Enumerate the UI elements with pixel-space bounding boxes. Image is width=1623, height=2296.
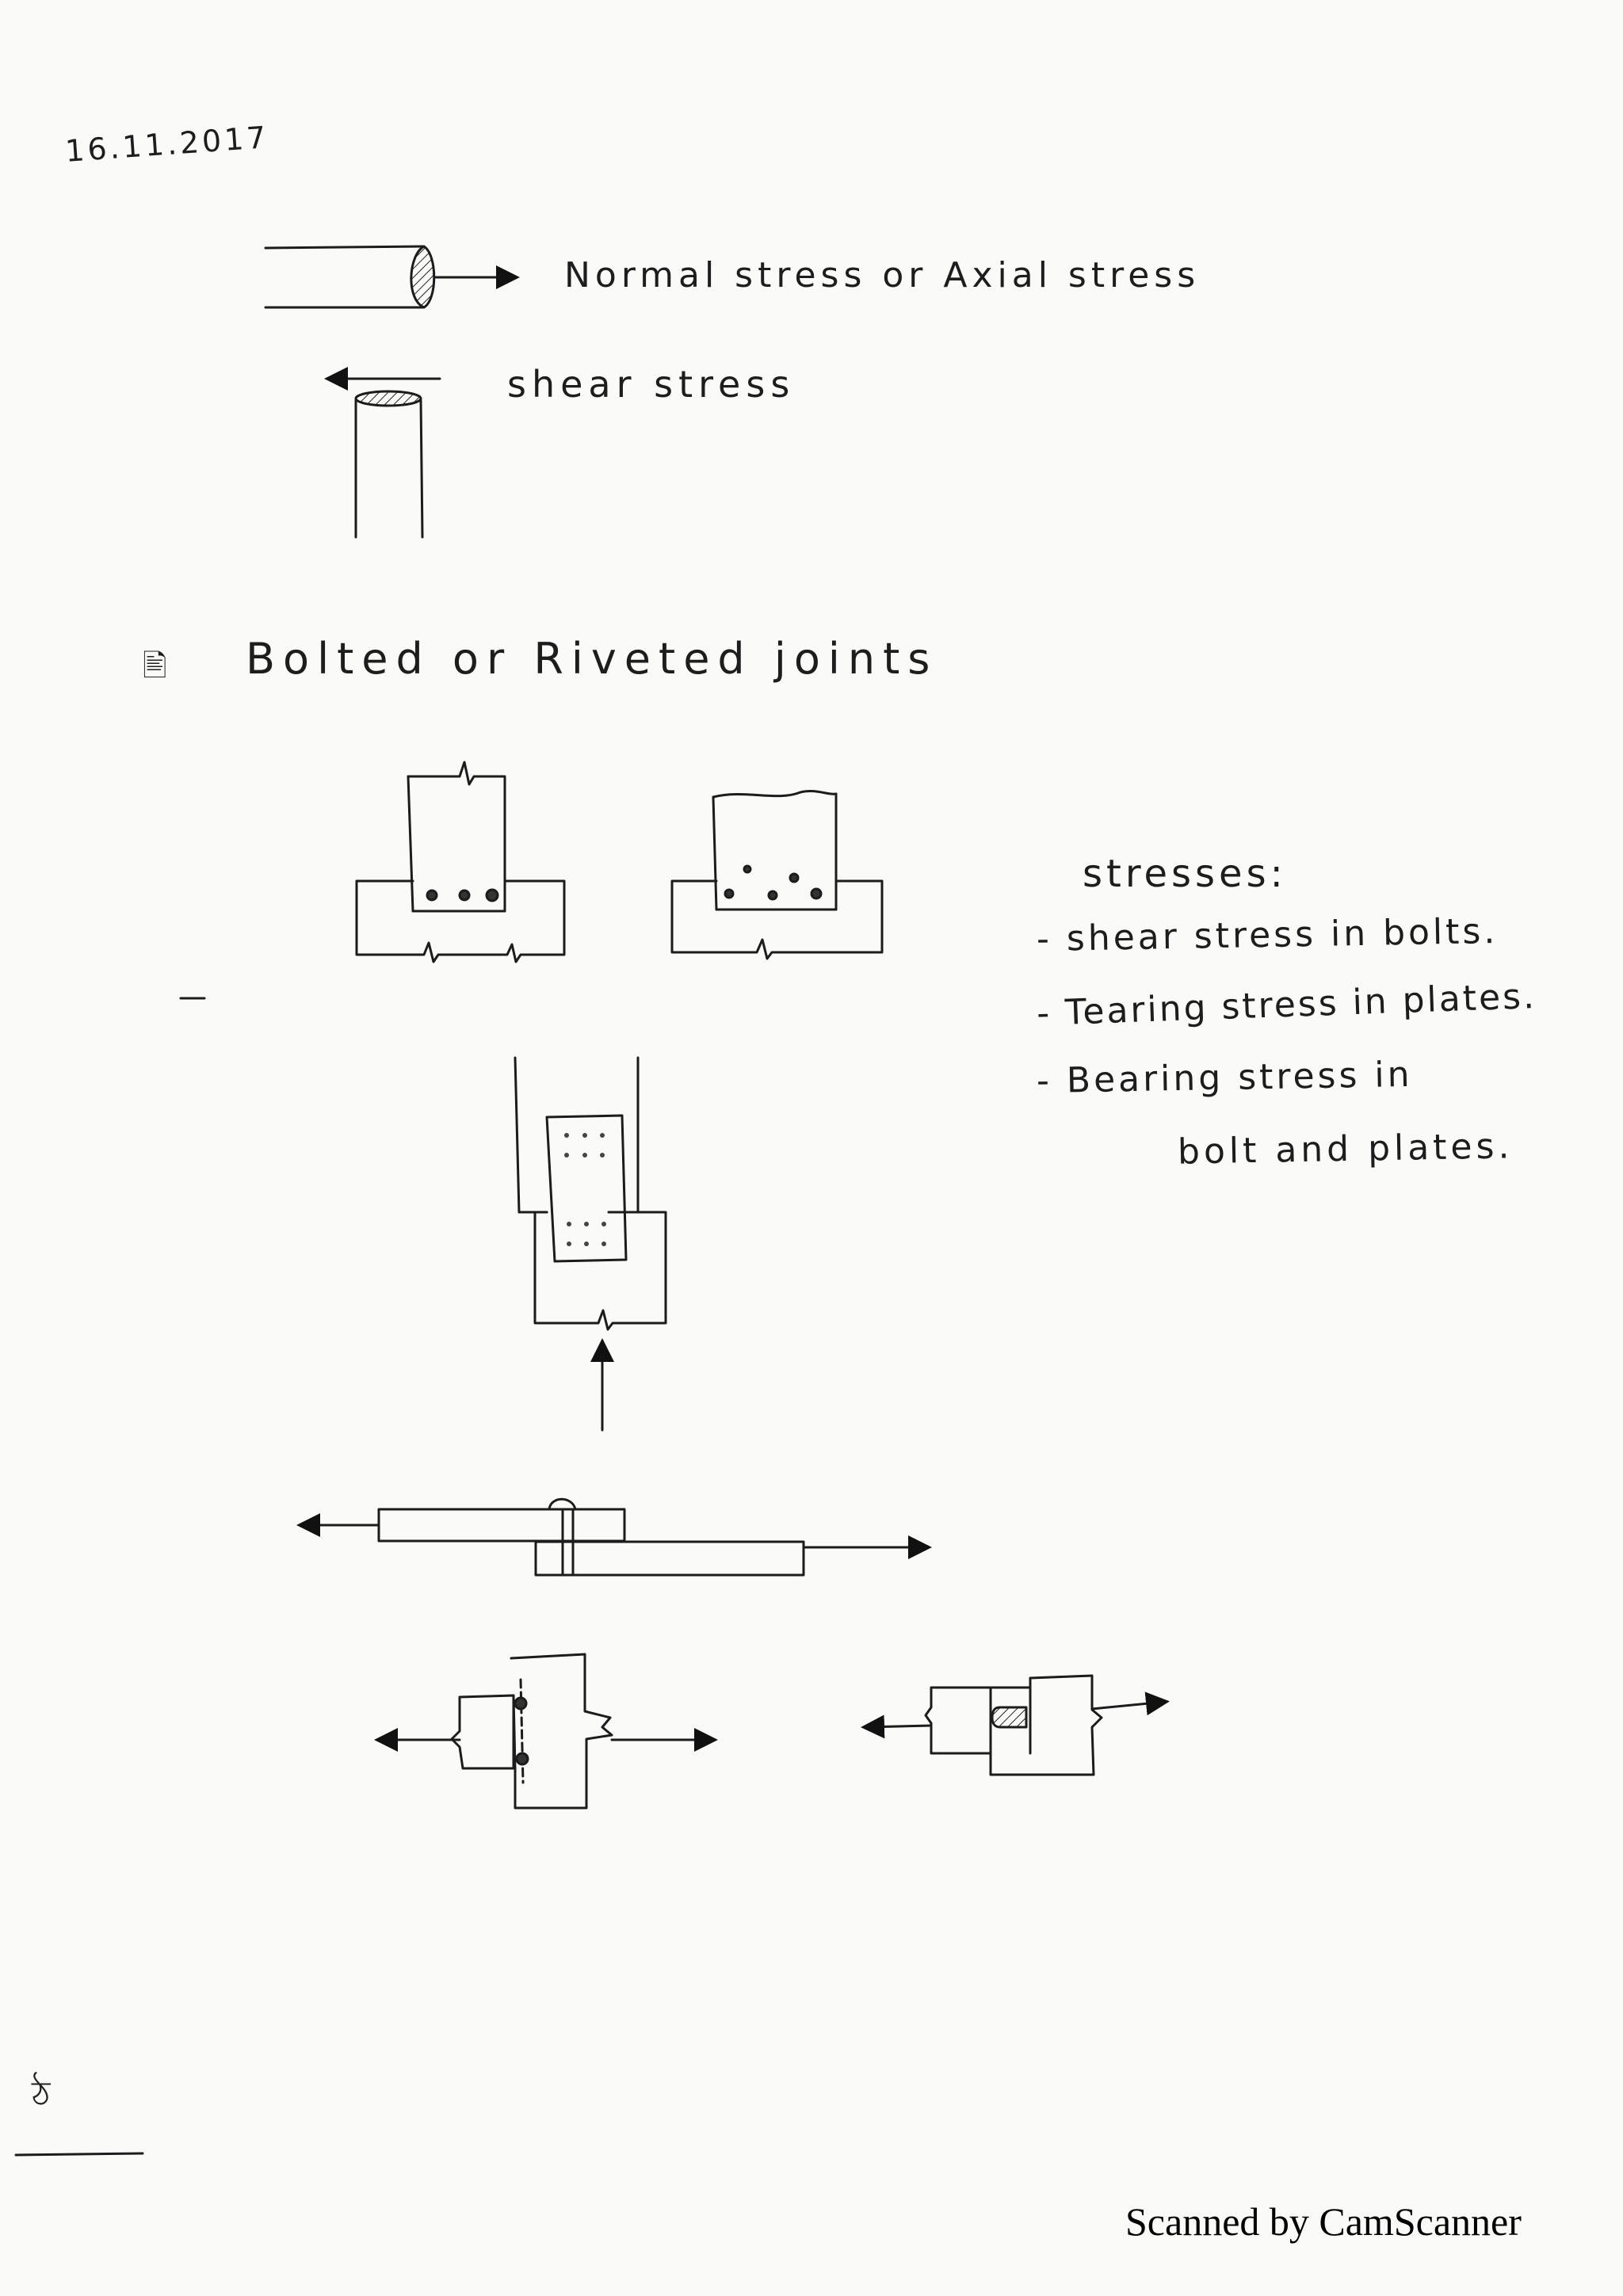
double-bolt-plate-sketch <box>374 1654 718 1808</box>
joint-sketch-three-bolts <box>357 762 564 962</box>
normal-stress-label: Normal stress or Axial stress <box>564 255 1201 296</box>
section-title-joints: Bolted or Riveted joints <box>246 634 938 684</box>
shear-stress-bar-sketch <box>324 367 440 537</box>
bottom-edge-line <box>16 2153 143 2155</box>
normal-stress-bar-sketch <box>265 246 520 307</box>
lap-joint-side-view-sketch <box>296 1499 932 1575</box>
slotted-plate-sketch <box>861 1676 1170 1775</box>
joint-sketch-staggered-bolts <box>672 791 882 959</box>
camscanner-watermark: Scanned by CamScanner <box>1125 2199 1522 2244</box>
shear-stress-label: shear stress <box>507 363 796 406</box>
stresses-title: stresses: <box>1083 852 1287 896</box>
corner-doodle: ঠ <box>31 2072 52 2115</box>
cover-plate-joint-sketch <box>515 1058 666 1430</box>
bullet-mark: 🖹 <box>143 648 170 683</box>
